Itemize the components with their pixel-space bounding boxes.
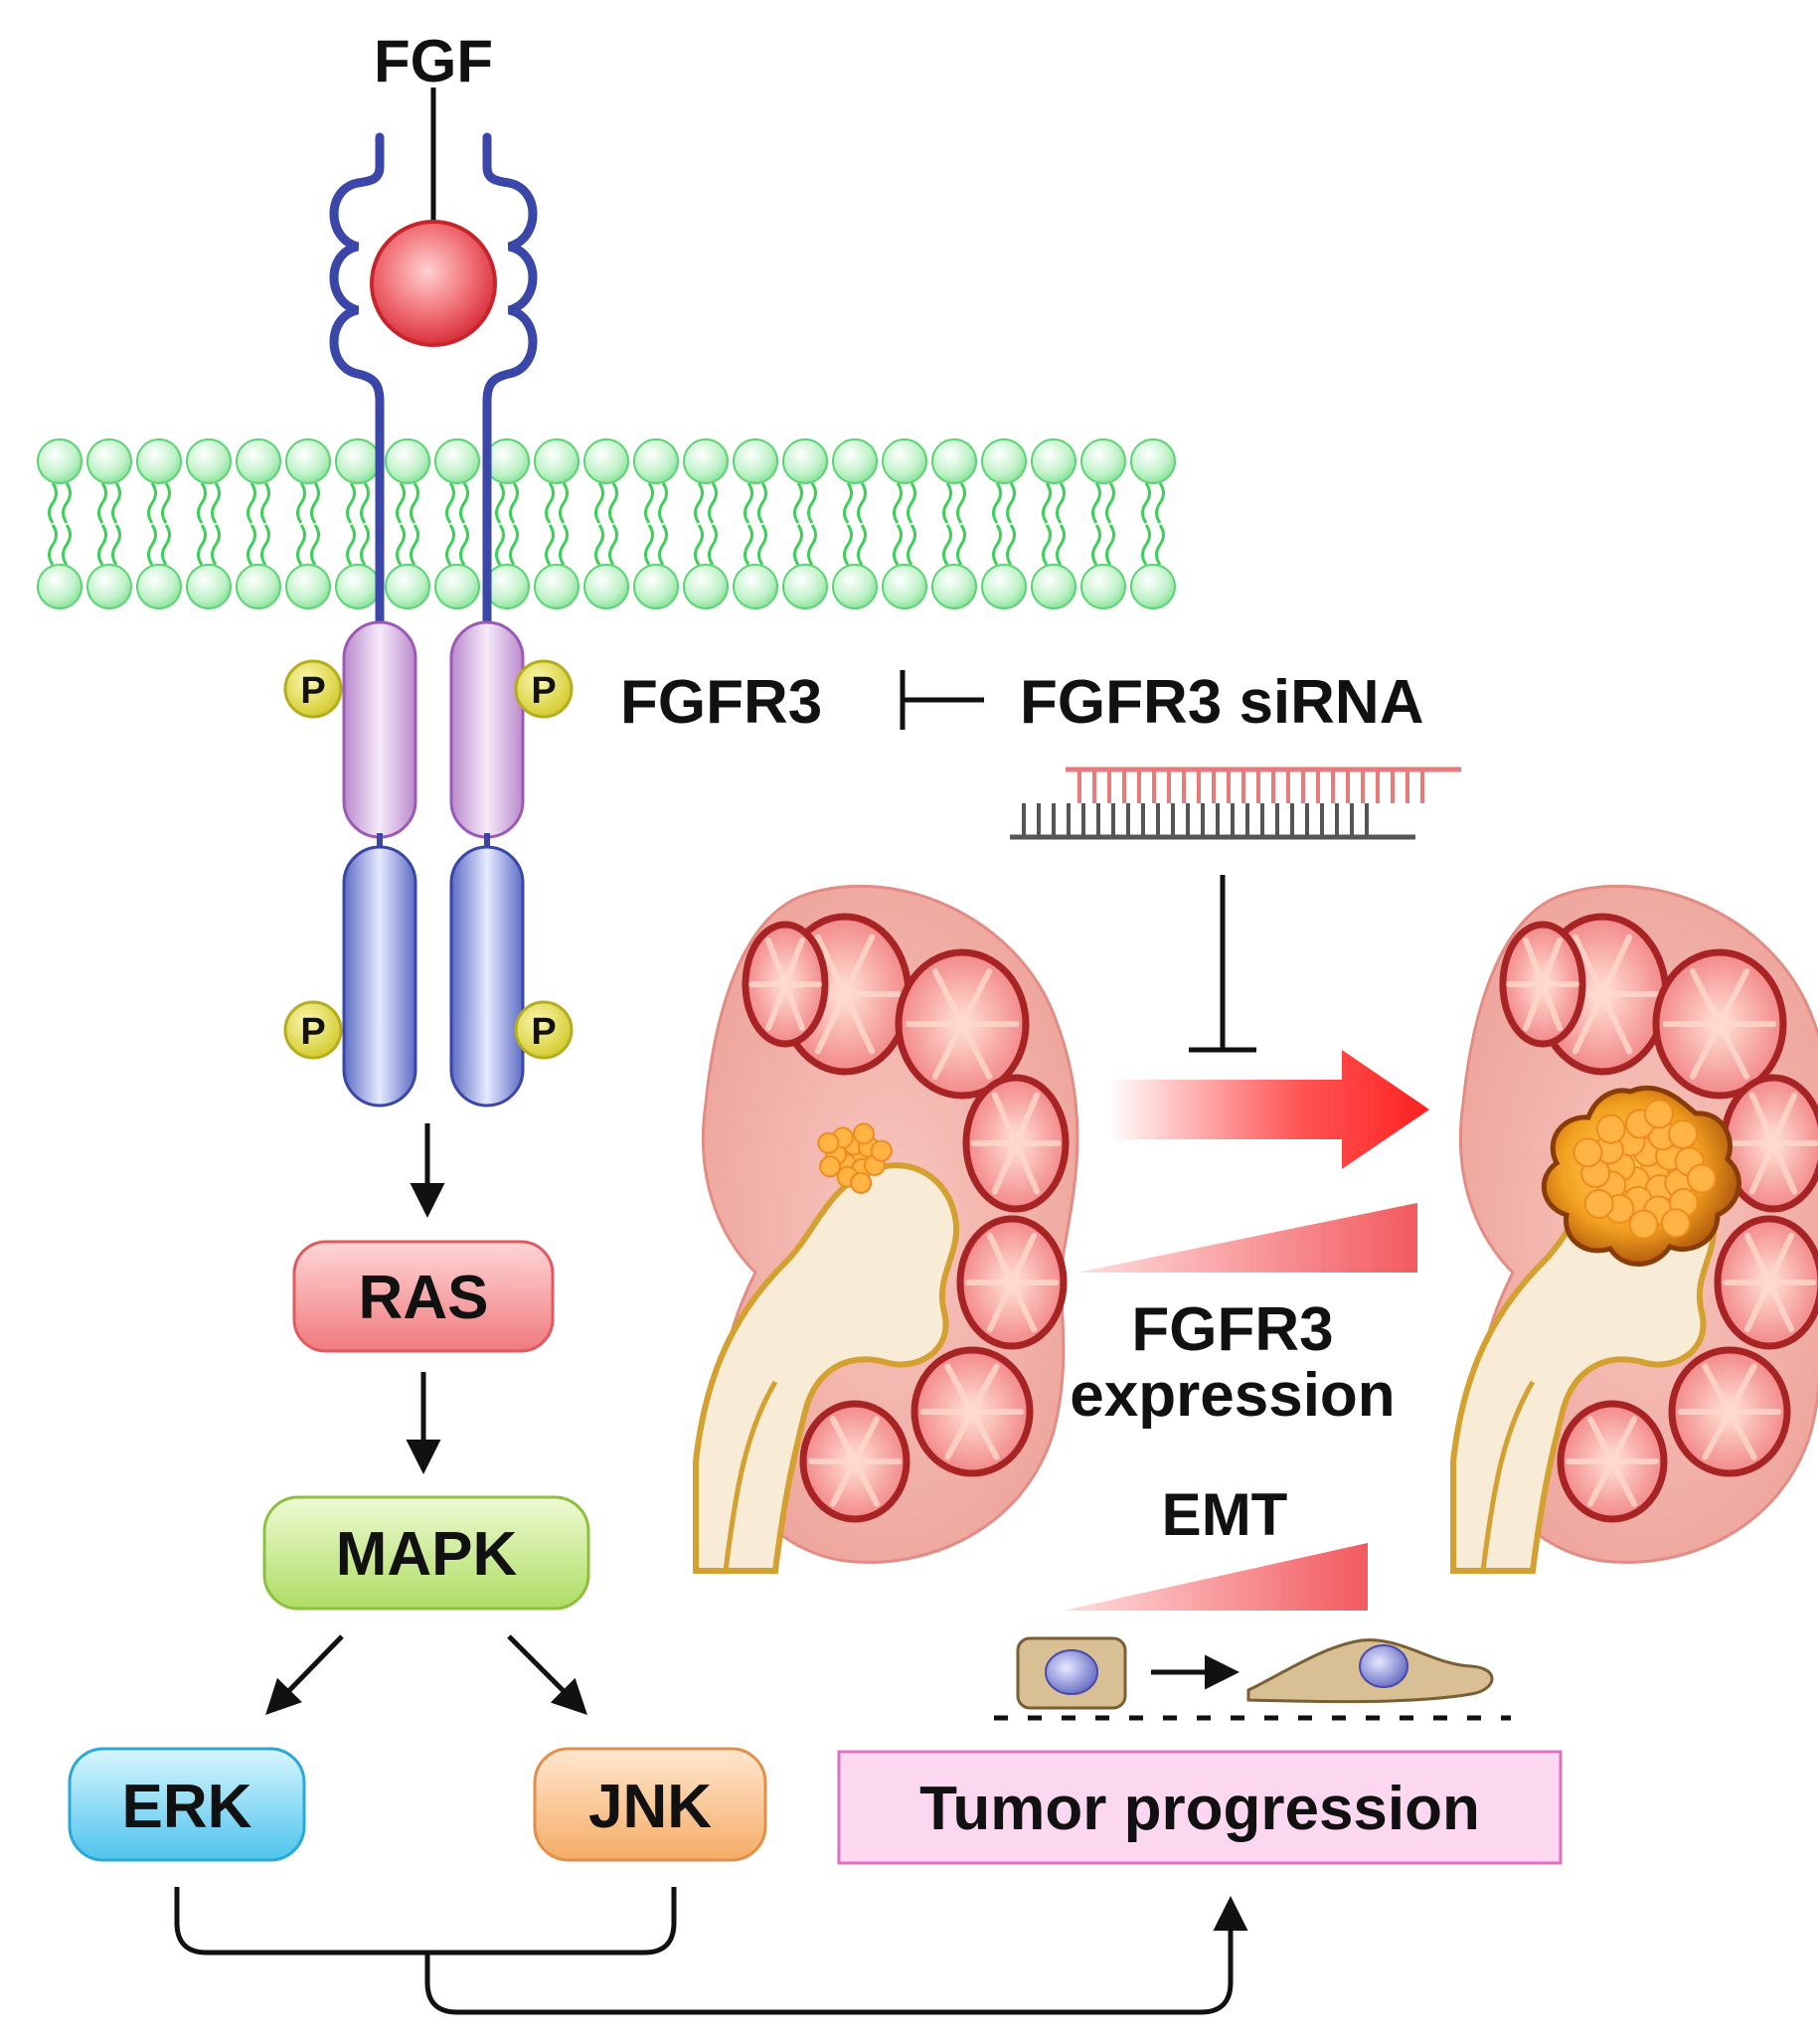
kidney-tumor bbox=[1450, 884, 1818, 1574]
ras-label: RAS bbox=[359, 1264, 489, 1332]
phospho-label: P bbox=[531, 670, 556, 712]
phospho-group: P bbox=[283, 659, 343, 719]
tumor-progression-label: Tumor progression bbox=[919, 1775, 1480, 1843]
phospho-group: P bbox=[514, 659, 574, 719]
expression-label-line1: FGFR3 bbox=[1131, 1295, 1333, 1364]
ras-box: RAS bbox=[292, 1240, 555, 1353]
phospho-label: P bbox=[531, 1011, 556, 1053]
arrow-mapk-to-jnk bbox=[507, 1634, 587, 1715]
fgfr3-label: FGFR3 bbox=[620, 668, 822, 737]
mapk-label: MAPK bbox=[336, 1520, 518, 1589]
sirna-duplex-icon bbox=[1010, 766, 1461, 840]
sirna-inhibition-icon bbox=[1189, 875, 1256, 1053]
large-tumor-mass bbox=[1541, 1085, 1741, 1267]
phospho-label: P bbox=[300, 1011, 325, 1053]
expression-label-line2: expression bbox=[1070, 1361, 1395, 1430]
erk-box: ERK bbox=[68, 1747, 306, 1862]
small-tumor-cluster bbox=[817, 1122, 893, 1194]
mesenchymal-cell-icon bbox=[1246, 1638, 1494, 1704]
phospho-group: P bbox=[514, 1000, 574, 1060]
fgfr3-receptor-extracellular bbox=[329, 132, 538, 637]
fgfr3-sirna-label: FGFR3 siRNA bbox=[1020, 668, 1423, 737]
progression-arrow-icon bbox=[1109, 1050, 1429, 1169]
jnk-box: JNK bbox=[533, 1747, 767, 1862]
emt-label: EMT bbox=[1162, 1481, 1288, 1548]
inhibition-bar-icon bbox=[900, 670, 984, 730]
fgf-label: FGF bbox=[374, 28, 493, 94]
erk-label: ERK bbox=[122, 1773, 252, 1841]
epithelial-cell-icon bbox=[1016, 1636, 1127, 1710]
fgf-ligand bbox=[370, 87, 497, 347]
cell-membrane bbox=[37, 438, 1176, 609]
arrow-mapk-to-erk bbox=[265, 1634, 344, 1716]
phospho-label: P bbox=[300, 670, 325, 712]
fgfr3-kinase-domains bbox=[342, 620, 525, 1107]
mapk-box: MAPK bbox=[262, 1495, 590, 1611]
erk-jnk-to-tumor-connector bbox=[174, 1887, 1248, 2015]
jnk-label: JNK bbox=[588, 1773, 712, 1841]
fgfr3-expression-wedge-icon bbox=[1077, 1203, 1417, 1273]
tumor-progression-box: Tumor progression bbox=[837, 1750, 1563, 1865]
phospho-group: P bbox=[283, 1000, 343, 1060]
emt-wedge-icon bbox=[1064, 1543, 1368, 1611]
kidney-normal bbox=[693, 884, 1079, 1574]
